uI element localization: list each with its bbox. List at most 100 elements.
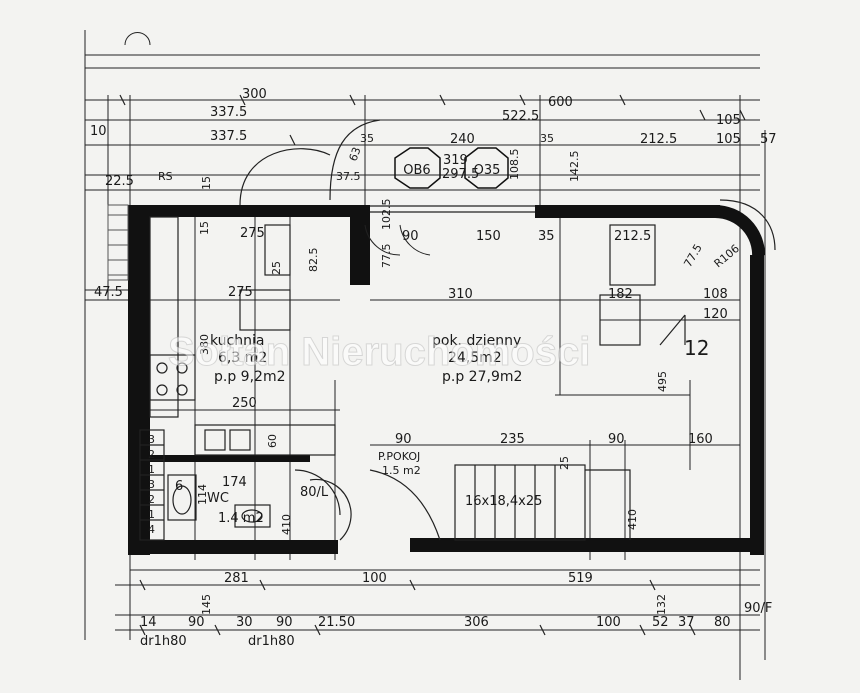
dim-10: 10 xyxy=(90,124,107,139)
dim-22-5: 22.5 xyxy=(105,174,134,189)
kitchen-area: 6,3 m2 xyxy=(218,350,267,366)
dim-35-b: 35 xyxy=(540,132,554,145)
dimension-ticks xyxy=(119,94,746,636)
dim-495: 495 xyxy=(656,371,669,392)
ob6-label: OB6 xyxy=(403,163,430,178)
kitchen-pp-area: p.p 9,2m2 xyxy=(214,369,285,385)
dim-80-l: 80/L xyxy=(300,485,329,500)
dim-63: 63 xyxy=(347,145,364,163)
dim-100-b: 100 xyxy=(596,615,621,630)
dim-150: 150 xyxy=(476,229,501,244)
dim-275-b: 275 xyxy=(228,285,253,300)
dim-57: 57 xyxy=(760,132,777,147)
top-dimensions: 300 337.5 337.5 600 522.5 240 35 35 319 … xyxy=(90,87,777,230)
dim-35-c: 35 xyxy=(538,229,555,244)
dim-410-a: 410 xyxy=(280,514,293,535)
dim-14: 14 xyxy=(140,615,157,630)
curved-corner-wall xyxy=(715,205,765,258)
dim-240: 240 xyxy=(450,132,475,147)
step-number: 1 xyxy=(148,508,155,521)
dim-60: 60 xyxy=(266,434,279,448)
dim-337-5-b: 337.5 xyxy=(210,129,247,144)
bottom-dimensions: 281 145 100 519 132 14 90 30 90 21.50 30… xyxy=(140,571,772,649)
dim-250: 250 xyxy=(232,396,257,411)
dim-142-5: 142.5 xyxy=(568,151,581,183)
dim-15: 15 xyxy=(200,176,213,190)
fixture-o35: O35 xyxy=(464,147,509,189)
dim-37: 37 xyxy=(678,615,695,630)
stair-area: 1.5 m2 xyxy=(382,464,421,477)
dim-77-5-b: 77.5 xyxy=(681,242,705,270)
stair-pp-label: P.POKOJ xyxy=(378,450,420,463)
room-labels: kuchnia 6,3 m2 p.p 9,2m2 pok. dzienny 24… xyxy=(207,333,542,526)
dim-281: 281 xyxy=(224,571,249,586)
dim-519: 519 xyxy=(568,571,593,586)
dim-337-5-a: 337.5 xyxy=(210,105,247,120)
dim-6: 6 xyxy=(175,479,183,494)
dim-160: 160 xyxy=(688,432,713,447)
dim-90-f: 90/F xyxy=(744,601,772,616)
kitchen-dimensions: 275 275 82.5 25 15 380 250 60 47.5 xyxy=(94,221,320,448)
dim-310: 310 xyxy=(448,287,473,302)
dim-35-a: 35 xyxy=(360,132,374,145)
dim-275-a: 275 xyxy=(240,226,265,241)
wc-dimensions: 174 6 114 410 80/L 410 xyxy=(175,475,639,535)
wc-fixtures xyxy=(167,469,352,541)
dimension-lines xyxy=(84,30,766,680)
dim-100-a: 100 xyxy=(362,571,387,586)
dim-319: 319 xyxy=(443,153,468,168)
dim-90-b: 90 xyxy=(608,432,625,447)
dim-297-5: 297.5 xyxy=(442,167,479,182)
step-number: 2 xyxy=(148,448,155,461)
kitchen-counter xyxy=(149,216,336,456)
o35-label: O35 xyxy=(474,163,501,178)
dim-90-a: 90 xyxy=(395,432,412,447)
step-number: 2 xyxy=(148,493,155,506)
dim-37-5: 37.5 xyxy=(336,170,361,183)
door-swings xyxy=(124,32,431,256)
dim-212-5-b: 212.5 xyxy=(614,229,651,244)
kitchen-name: kuchnia xyxy=(210,333,264,349)
dim-300: 300 xyxy=(242,87,267,102)
dim-rs: RS xyxy=(158,170,173,183)
dim-132: 132 xyxy=(655,594,668,615)
fixture-ob6: OB6 xyxy=(394,147,441,189)
dim-145: 145 xyxy=(200,594,213,615)
dim-120: 120 xyxy=(703,307,728,322)
dim-30: 30 xyxy=(236,615,253,630)
wc-name: WC xyxy=(207,491,229,506)
step-number: 3 xyxy=(148,478,155,491)
door-label-2: dr1h80 xyxy=(248,634,295,649)
step-number: 1 xyxy=(148,463,155,476)
dim-52: 52 xyxy=(652,615,669,630)
dim-77-5: 77.5 xyxy=(380,244,393,269)
living-furniture xyxy=(599,224,686,346)
dim-600: 600 xyxy=(548,95,573,110)
dim-90: 90 xyxy=(402,229,419,244)
dim-522-5: 522.5 xyxy=(502,109,539,124)
dim-82-5: 82.5 xyxy=(307,248,320,273)
wall-hatching xyxy=(107,204,129,281)
watermark: Sołtan Nieruchomości xyxy=(168,330,590,374)
dim-102-5: 102.5 xyxy=(380,199,393,231)
door-label-1: dr1h80 xyxy=(140,634,187,649)
dim-108: 108 xyxy=(703,287,728,302)
dim-90-bottom-b: 90 xyxy=(276,615,293,630)
dim-15-b: 15 xyxy=(198,221,211,235)
walls xyxy=(128,205,764,555)
dim-47-5: 47.5 xyxy=(94,285,123,300)
stairs-spec: 16x18,4x25 xyxy=(465,494,542,509)
terrace-outline xyxy=(239,119,776,251)
dim-182: 182 xyxy=(608,287,633,302)
dim-108-5: 108.5 xyxy=(508,149,521,181)
living-name: pok. dzienny xyxy=(432,333,521,349)
stair-dimensions: 90 235 90 160 25 3 2 1 3 2 1 4 xyxy=(148,432,713,536)
dim-235: 235 xyxy=(500,432,525,447)
dim-25: 25 xyxy=(270,261,283,275)
dim-12: 12 xyxy=(684,336,709,360)
step-number: 3 xyxy=(148,433,155,446)
dim-306: 306 xyxy=(464,615,489,630)
dim-105-b: 105 xyxy=(716,132,741,147)
